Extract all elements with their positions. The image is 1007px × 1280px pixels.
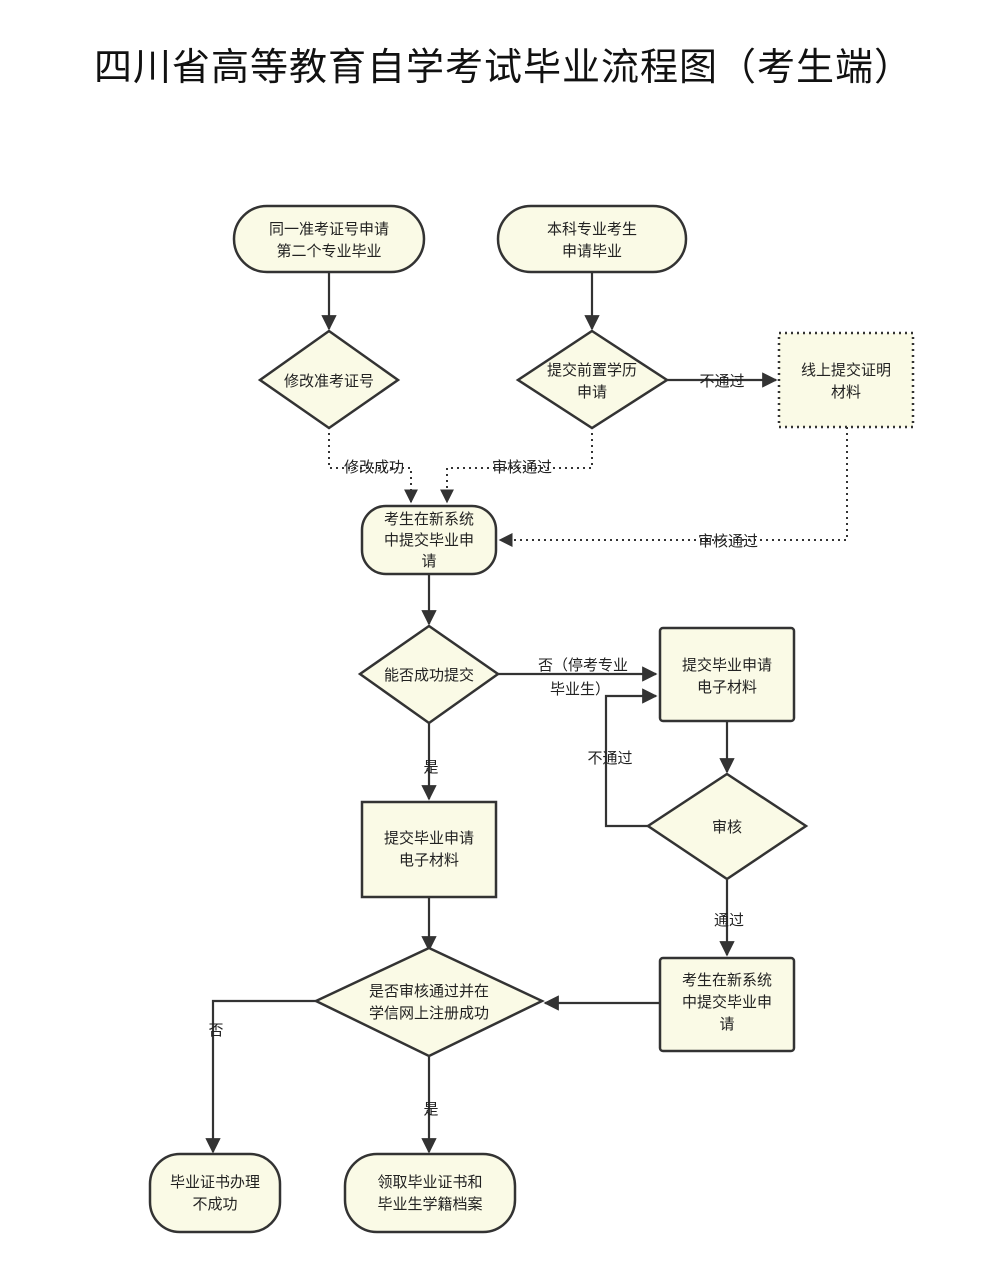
node-n2-line2: 申请毕业 [562, 242, 622, 260]
node-n6-line3: 请 [421, 552, 436, 570]
edge-label-n4-n5: 不通过 [699, 372, 744, 390]
node-n8-line2: 电子材料 [399, 851, 459, 869]
edge-n3-n6 [328, 427, 418, 504]
edge-label-n7-n8: 是 [423, 758, 438, 776]
node-n10-shape [645, 772, 809, 881]
edge-label-n10-n9: 不通过 [587, 749, 632, 767]
node-n4-line1: 提交前置学历 [547, 361, 637, 379]
node-n2-shape [496, 204, 688, 274]
node-n14-shape [343, 1152, 517, 1234]
node-n5: 线上提交证明 材料 [777, 331, 915, 429]
node-n9-line2: 电子材料 [697, 678, 757, 696]
edge-n11-n13 [205, 999, 316, 1154]
edge-label-n4-n6: 审核通过 [492, 458, 552, 476]
edge-label-n10-n12: 通过 [714, 911, 744, 929]
edge-n10-n9 [604, 688, 658, 828]
node-n13-line1: 毕业证书办理 [170, 1173, 260, 1191]
node-n14-line1: 领取毕业证书和 [377, 1173, 482, 1191]
node-n8-shape [360, 800, 498, 899]
node-n13-shape [148, 1152, 282, 1234]
node-n6-shape [360, 504, 498, 576]
node-n12-line3: 请 [719, 1015, 734, 1033]
node-n8: 提交毕业申请 电子材料 [360, 800, 498, 899]
node-n4: 提交前置学历 申请 [515, 329, 670, 430]
nodes: 同一准考证号申请 第二个专业毕业 本科专业考生 申请毕业 修改准考证号 提交前置… [148, 204, 915, 1234]
node-n5-line1: 线上提交证明 [801, 361, 891, 379]
node-n6: 考生在新系统 中提交毕业申 请 [360, 504, 498, 576]
node-n12-line1: 考生在新系统 [682, 971, 772, 989]
node-n4-shape [515, 329, 670, 430]
edge-label-n3-n6: 修改成功 [344, 458, 404, 476]
node-n14: 领取毕业证书和 毕业生学籍档案 [343, 1152, 517, 1234]
node-n1-line2: 第二个专业毕业 [276, 242, 381, 260]
node-n8-line1: 提交毕业申请 [384, 829, 474, 847]
node-n6-line1: 考生在新系统 [384, 510, 474, 528]
node-n1-shape [232, 204, 426, 274]
node-n12-shape [658, 956, 796, 1053]
node-n3: 修改准考证号 [257, 329, 401, 430]
node-n10: 审核 [645, 772, 809, 881]
edge-labels: 修改成功 审核通过 不通过 审核通过 否（停考专业 毕业生） 是 不通过 通过 … [208, 372, 758, 1118]
node-n1-line1: 同一准考证号申请 [269, 220, 389, 238]
edges [205, 272, 848, 1154]
node-n12-line2: 中提交毕业申 [682, 993, 772, 1011]
node-n11: 是否审核通过并在 学信网上注册成功 [313, 946, 545, 1058]
edge-label-n7-n9-line2: 毕业生） [550, 680, 610, 698]
edge-label-n11-n13: 否 [208, 1021, 223, 1039]
node-n11-shape [313, 946, 545, 1058]
node-n5-line2: 材料 [831, 383, 861, 401]
node-n9: 提交毕业申请 电子材料 [658, 626, 796, 723]
node-n12: 考生在新系统 中提交毕业申 请 [658, 956, 796, 1053]
node-n2: 本科专业考生 申请毕业 [496, 204, 688, 274]
node-n9-line1: 提交毕业申请 [682, 656, 772, 674]
node-n2-line1: 本科专业考生 [547, 220, 637, 238]
node-n7-shape [357, 624, 501, 725]
node-n1: 同一准考证号申请 第二个专业毕业 [232, 204, 426, 274]
node-n9-shape [658, 626, 796, 723]
node-n13-line2: 不成功 [192, 1195, 237, 1213]
node-n10-line1: 审核 [712, 818, 742, 836]
page-title: 四川省高等教育自学考试毕业流程图（考生端） [93, 45, 913, 89]
node-n14-line2: 毕业生学籍档案 [377, 1195, 482, 1213]
node-n4-line2: 申请 [577, 383, 607, 401]
edge-label-n7-n9-line1: 否（停考专业 [538, 656, 628, 674]
node-n11-line1: 是否审核通过并在 [369, 982, 489, 1000]
edge-n5-n6 [498, 427, 848, 547]
edge-label-n5-n6: 审核通过 [698, 532, 758, 550]
node-n11-line2: 学信网上注册成功 [369, 1004, 489, 1022]
node-n3-line1: 修改准考证号 [284, 372, 374, 390]
node-n6-line2: 中提交毕业申 [384, 531, 474, 549]
edge-label-n11-n14: 是 [423, 1100, 438, 1118]
node-n7-line1: 能否成功提交 [384, 666, 474, 684]
node-n7: 能否成功提交 [357, 624, 501, 725]
node-n5-shape [777, 331, 915, 429]
node-n3-shape [257, 329, 401, 430]
node-n13: 毕业证书办理 不成功 [148, 1152, 282, 1234]
